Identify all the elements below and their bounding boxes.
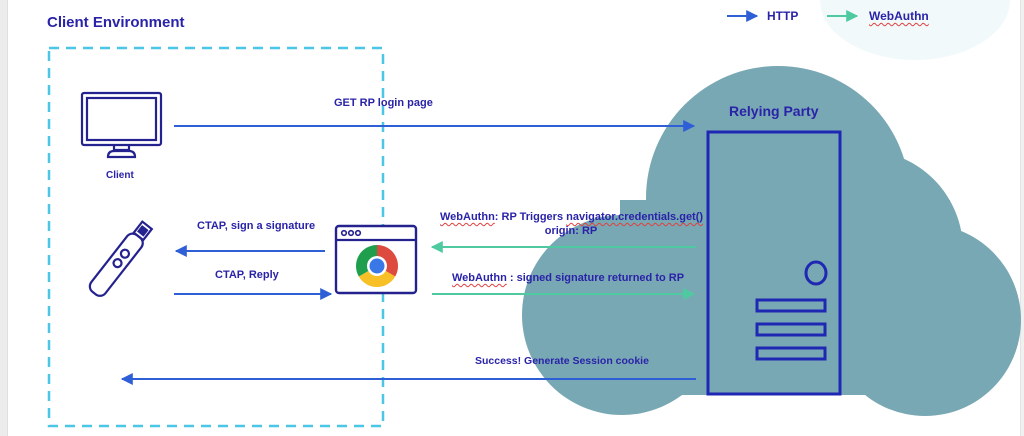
legend-webauthn-label: WebAuthn <box>869 9 929 23</box>
legend-http-label: HTTP <box>767 9 799 23</box>
success-cookie-label: Success! Generate Session cookie <box>475 355 649 367</box>
webauthn-signed-text: : signed signature returned to RP <box>506 272 685 284</box>
server-tower-icon <box>706 130 842 396</box>
webauthn-get-label: WebAuthn: RP Triggers navigator.credenti… <box>440 210 704 238</box>
client-environment-boundary <box>47 46 385 428</box>
page-left-margin <box>0 0 8 436</box>
get-login-page-label: GET RP login page <box>334 97 433 109</box>
page-right-margin <box>1020 0 1024 436</box>
client-environment-title: Client Environment <box>47 14 185 31</box>
chrome-browser-icon <box>334 224 418 295</box>
relying-party-label: Relying Party <box>729 103 819 119</box>
ctap-reply-label: CTAP, Reply <box>215 269 279 281</box>
usb-security-key-icon <box>88 220 154 297</box>
monitor-icon <box>80 91 163 159</box>
navigator-credentials-get-code: navigator.credentials.get() <box>566 211 704 223</box>
webauthn-term: WebAuthn <box>440 211 495 223</box>
webauthn-signed-label: WebAuthn : signed signature returned to … <box>452 272 684 284</box>
client-label: Client <box>106 170 134 181</box>
ctap-sign-label: CTAP, sign a signature <box>197 220 316 232</box>
webauthn-term: WebAuthn <box>452 272 507 284</box>
origin-label: origin: RP <box>544 225 598 237</box>
webauthn-get-text: : RP Triggers <box>494 211 567 223</box>
